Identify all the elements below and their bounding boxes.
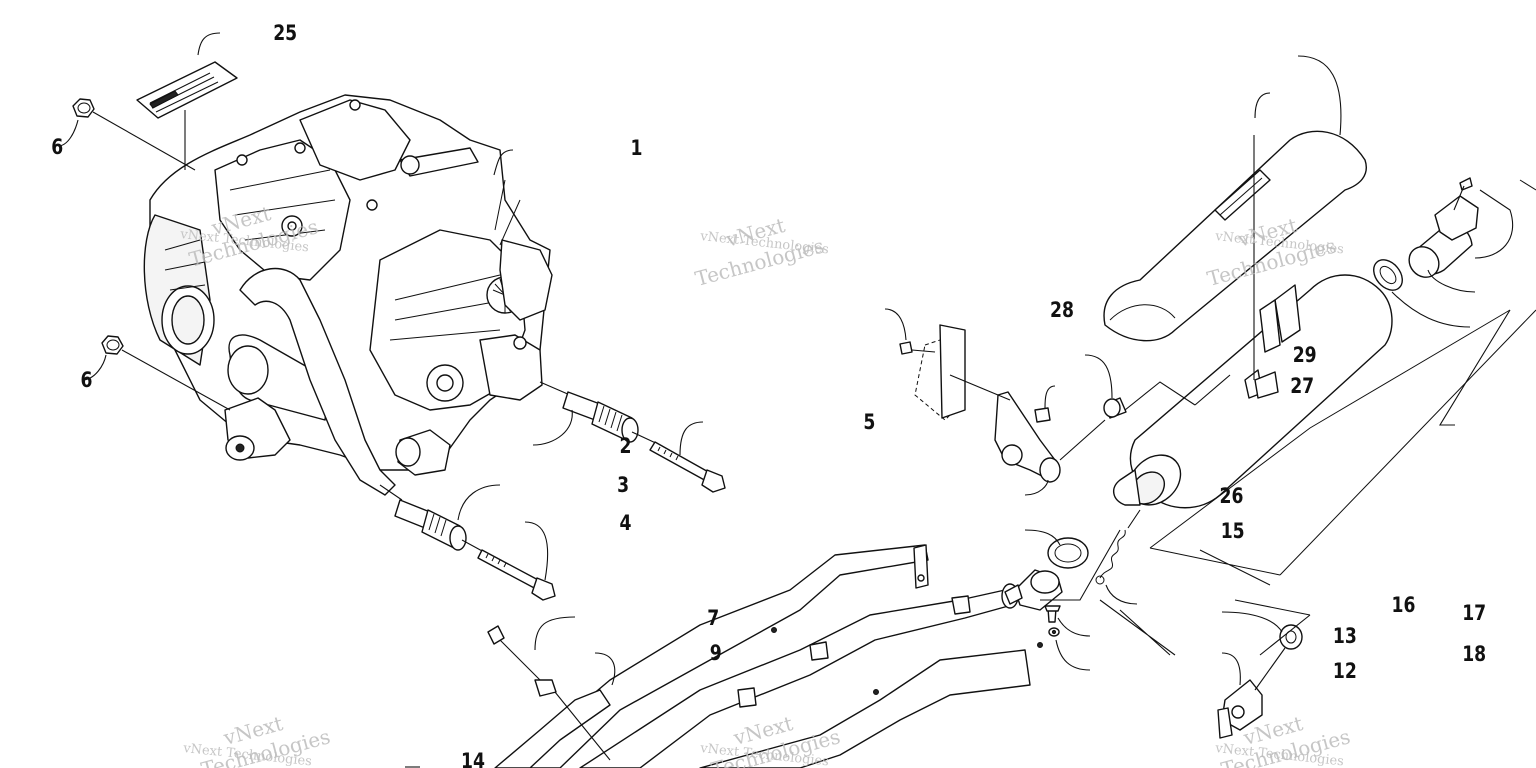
callout-18: 18 xyxy=(1462,641,1486,666)
exhaust-pipe-assembly xyxy=(494,544,1043,768)
mount-bolt-lower xyxy=(461,539,556,601)
callout-26: 26 xyxy=(1220,483,1244,508)
callout-27: 27 xyxy=(1290,373,1314,398)
exhaust-tail-gasket xyxy=(1373,259,1403,291)
callout-13: 13 xyxy=(1333,623,1357,648)
heat-shield xyxy=(1103,130,1367,399)
mount-bushing-lower xyxy=(379,484,467,551)
engine-mount-nut-lower xyxy=(101,335,231,411)
spark-arrestor xyxy=(1408,195,1479,278)
mount-bolt-upper xyxy=(631,431,726,493)
bracket-screw-small xyxy=(899,341,936,355)
callout-17: 17 xyxy=(1462,600,1486,625)
callout-25: 25 xyxy=(273,20,297,45)
callout-9: 9 xyxy=(710,640,722,665)
callout-4: 4 xyxy=(620,510,632,535)
callout-3: 3 xyxy=(617,472,629,497)
warning-decal xyxy=(136,61,238,170)
callout-6-lower: 6 xyxy=(81,367,93,392)
engine-mount-nut-upper xyxy=(72,98,196,171)
callout-28: 28 xyxy=(1050,297,1074,322)
callout-7: 7 xyxy=(707,605,719,630)
muffler-mount-bracket xyxy=(949,374,1061,483)
callout-1: 1 xyxy=(631,135,643,160)
exhaust-spring xyxy=(1095,509,1141,585)
muffler-bracket-frame xyxy=(914,324,966,421)
callout-29: 29 xyxy=(1293,342,1317,367)
leader-pipe-to-muffler xyxy=(1040,529,1121,601)
exhaust-gasket-ring xyxy=(1047,537,1089,569)
leader-isolator-to-muffler xyxy=(1059,374,1231,461)
mounting-washer xyxy=(1048,627,1060,637)
mount-bushing-upper xyxy=(539,381,639,443)
callout-15: 15 xyxy=(1221,518,1245,543)
hanger-isolator xyxy=(1279,624,1303,650)
mounting-screw xyxy=(1044,605,1061,623)
callout-2: 2 xyxy=(620,433,632,458)
callout-5: 5 xyxy=(863,409,875,434)
callout-16: 16 xyxy=(1392,592,1416,617)
rubber-isolator xyxy=(1103,397,1127,419)
tail-screw xyxy=(1453,177,1473,211)
hanger-bracket xyxy=(1217,647,1286,739)
callout-leaders xyxy=(57,32,1514,768)
bracket-bolt xyxy=(1034,407,1051,423)
engine-assembly xyxy=(143,94,553,496)
oxygen-sensor xyxy=(487,625,611,761)
leader-hanger-frame xyxy=(1099,599,1311,656)
callout-12: 12 xyxy=(1333,658,1357,683)
callout-14: 14 xyxy=(461,748,485,768)
callout-6-upper: 6 xyxy=(51,134,63,159)
